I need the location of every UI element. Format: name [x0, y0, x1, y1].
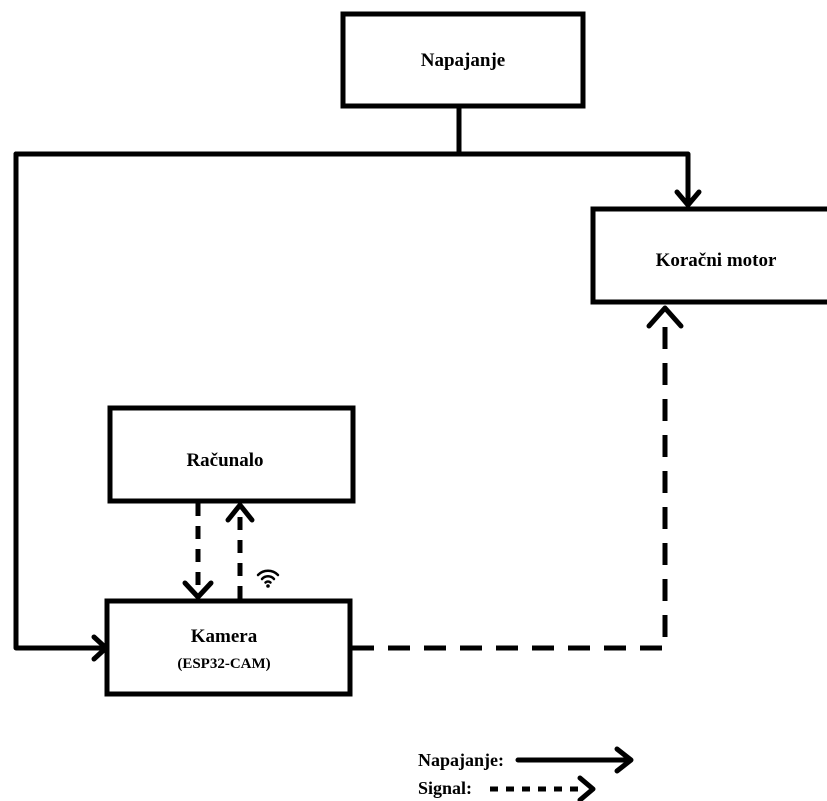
power-arrowhead-camera [91, 634, 109, 662]
power-supply-box [340, 11, 586, 109]
camera-box [104, 598, 353, 697]
power-arrowhead-motor [674, 189, 702, 208]
legend-power-label: Napajanje: [418, 750, 504, 770]
camera-node: Kamera (ESP32-CAM) [104, 598, 353, 697]
camera-sublabel: (ESP32-CAM) [177, 656, 270, 672]
power-line-to-camera [13, 151, 106, 651]
computer-box [107, 405, 356, 504]
legend: Napajanje: Signal: [418, 746, 634, 801]
power-wiring [13, 103, 702, 662]
signal-arrowhead-motor [646, 305, 684, 329]
legend-power-line [515, 746, 634, 774]
stepper-motor-box [590, 206, 827, 305]
signal-arrowhead-camera [182, 580, 214, 600]
wifi-icon [256, 569, 280, 588]
stepper-motor-node: Koračni motor [590, 206, 827, 305]
signal-arrowhead-computer [225, 502, 255, 523]
power-line-to-motor [13, 151, 691, 206]
legend-signal-label: Signal: [418, 778, 472, 798]
stepper-motor-label: Koračni motor [656, 250, 777, 271]
power-supply-label: Napajanje [421, 50, 505, 71]
computer-label: Računalo [186, 450, 263, 471]
signal-line-camera-to-motor [352, 316, 668, 651]
power-supply-node: Napajanje [340, 11, 586, 109]
camera-label: Kamera [191, 626, 258, 647]
legend-signal-arrowhead [577, 775, 596, 801]
signal-wiring [182, 305, 684, 651]
computer-node: Računalo [107, 405, 356, 504]
